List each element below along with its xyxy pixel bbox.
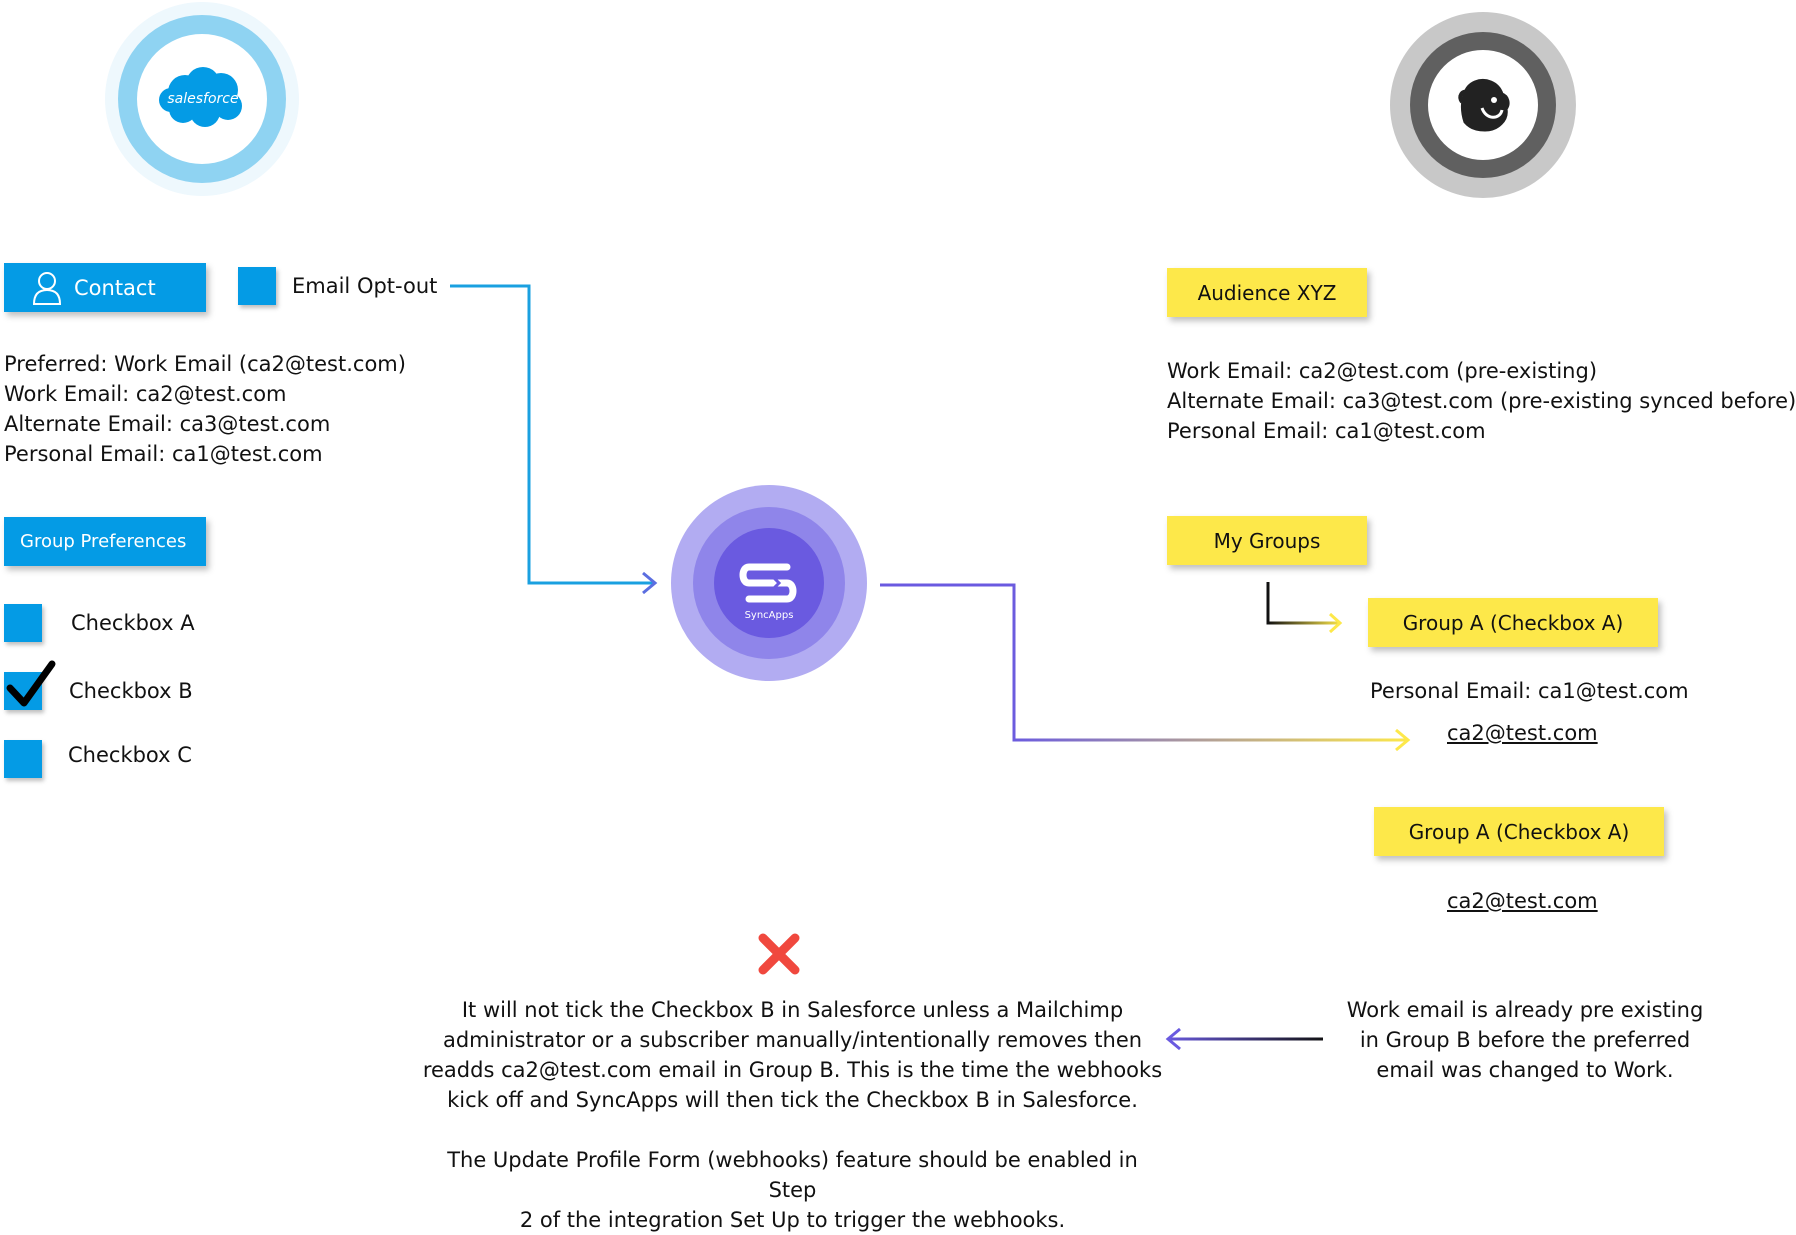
mailchimp-icon [1458,79,1510,132]
connector-lines [450,284,1411,1051]
user-icon [32,271,62,305]
main-note-line-3: readds ca2@test.com email in Group B. Th… [422,1058,1163,1082]
note-arrowhead [1165,1027,1181,1051]
sync-to-group-arrowhead [1395,728,1411,752]
setup-note-line-1: The Update Profile Form (webhooks) featu… [447,1148,1138,1202]
syncapps-logo: SyncApps [671,485,867,681]
right-note: Work email is already pre existing in Gr… [1330,995,1720,1085]
main-note-line-4: kick off and SyncApps will then tick the… [447,1088,1138,1112]
optout-arrowhead [642,571,658,595]
sf-email-work: Work Email: ca2@test.com [4,382,287,406]
group-a-label-1: Group A (Checkbox A) [1402,610,1624,635]
checkbox-c-label: Checkbox C [68,743,192,767]
group1-member-personal: Personal Email: ca1@test.com [1370,679,1689,703]
right-note-line-2: in Group B before the preferred [1359,1028,1691,1052]
my-groups-box: My Groups [1167,516,1367,565]
setup-note: The Update Profile Form (webhooks) featu… [420,1145,1165,1235]
group-a-box-2: Group A (Checkbox A) [1374,807,1664,856]
groups-connector [1266,582,1340,625]
sf-email-alternate: Alternate Email: ca3@test.com [4,412,331,436]
my-groups-label: My Groups [1213,528,1321,553]
sf-email-preferred: Preferred: Work Email (ca2@test.com) [4,352,406,376]
mailchimp-logo [1390,12,1576,198]
mc-email-personal: Personal Email: ca1@test.com [1167,419,1486,443]
email-optout-label: Email Opt-out [292,274,438,298]
checkbox-a-label: Checkbox A [71,611,195,635]
syncapps-logo-text: SyncApps [745,610,794,621]
sf-email-personal: Personal Email: ca1@test.com [4,442,323,466]
email-optout-checkbox[interactable] [238,267,276,305]
group-a-box-1: Group A (Checkbox A) [1368,598,1658,647]
main-note: It will not tick the Checkbox B in Sales… [420,995,1165,1115]
salesforce-logo-text: salesforce [167,91,238,107]
mc-email-work: Work Email: ca2@test.com (pre-existing) [1167,359,1598,383]
contact-button[interactable]: Contact [4,263,206,312]
group-a-label-2: Group A (Checkbox A) [1408,819,1630,844]
main-note-line-1: It will not tick the Checkbox B in Sales… [461,998,1124,1022]
checkbox-b-label: Checkbox B [69,679,193,703]
group2-member-ca2: ca2@test.com [1447,889,1598,913]
optout-connector [450,284,655,585]
groups-arrowhead [1328,612,1343,634]
main-note-line-2: administrator or a subscriber manually/i… [442,1028,1143,1052]
group-preferences-label: Group Preferences [20,531,187,552]
right-note-line-1: Work email is already pre existing [1346,998,1704,1022]
salesforce-logo: salesforce [105,2,299,196]
right-note-line-3: email was changed to Work. [1376,1058,1674,1082]
checkbox-c[interactable] [4,740,42,778]
mc-email-alternate: Alternate Email: ca3@test.com (pre-exist… [1167,389,1796,413]
x-mark-icon [758,933,800,975]
setup-note-line-2: 2 of the integration Set Up to trigger t… [519,1208,1066,1232]
audience-label: Audience XYZ [1197,280,1337,305]
sync-to-group-connector [880,583,1408,742]
checkmark-icon [6,660,56,707]
group1-member-ca2: ca2@test.com [1447,721,1598,745]
audience-label-box: Audience XYZ [1167,268,1367,317]
checkbox-a[interactable] [4,604,42,642]
group-preferences-button[interactable]: Group Preferences [4,517,206,566]
contact-label: Contact [74,275,156,300]
